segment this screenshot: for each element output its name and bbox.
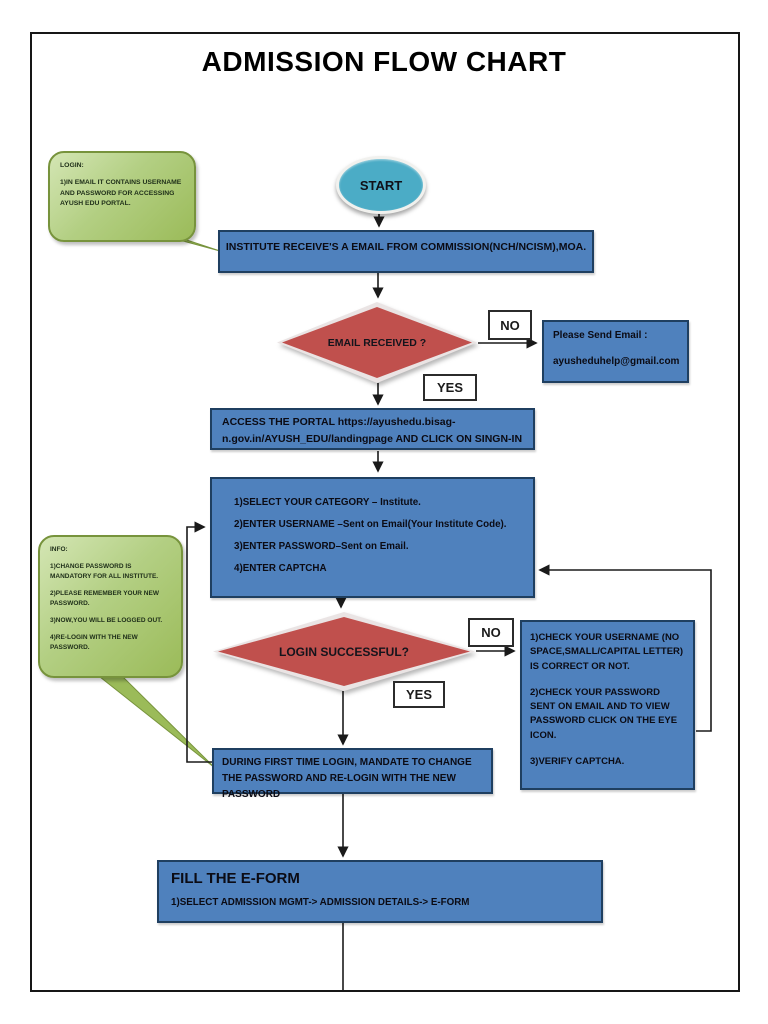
login-callout: LOGIN: 1)IN EMAIL IT CONTAINS USERNAME A… [48,151,196,242]
page-border [30,32,740,992]
fill-eform-line: 1)SELECT ADMISSION MGMT-> ADMISSION DETA… [171,897,470,908]
access-portal-box: ACCESS THE PORTAL https://ayushedu.bisag… [210,408,535,450]
check-credentials-item-1: 1)CHECK YOUR USERNAME (NO SPACE,SMALL/CA… [530,632,684,672]
fill-eform-heading: FILL THE E-FORM [171,870,300,887]
change-password-box: DURING FIRST TIME LOGIN, MANDATE TO CHAN… [212,748,493,800]
info-callout-item-2: 2)PLEASE REMEMBER YOUR NEW PASSWORD. [50,590,159,608]
no-label-2: NO [468,618,514,647]
login-step-2: 2)ENTER USERNAME –Sent on Email(Your Ins… [234,519,507,530]
check-credentials-item-3: 3)VERIFY CAPTCHA. [530,755,625,767]
info-callout-heading: INFO: [50,546,68,553]
send-email-box: Please Send Email : ayusheduhelp@gmail.c… [542,320,689,383]
login-step-4: 4)ENTER CAPTCHA [234,563,327,574]
info-callout-item-4: 4)RE-LOGIN WITH THE NEW PASSWORD. [50,634,138,652]
check-credentials-box: 1)CHECK YOUR USERNAME (NO SPACE,SMALL/CA… [520,620,695,790]
info-callout: INFO: 1)CHANGE PASSWORD IS MANDATORY FOR… [38,535,183,678]
login-successful-diamond: LOGIN SUCCESSFUL? [213,612,475,691]
login-step-1: 1)SELECT YOUR CATEGORY – Institute. [234,497,421,508]
info-callout-item-3: 3)NOW,YOU WILL BE LOGGED OUT. [50,617,163,625]
login-callout-body: 1)IN EMAIL IT CONTAINS USERNAME AND PASS… [60,179,182,208]
send-email-line1: Please Send Email : [553,330,648,341]
receive-email-label: INSTITUTE RECEIVE'S A EMAIL FROM COMMISS… [225,241,587,253]
check-credentials-item-2: 2)CHECK YOUR PASSWORD SENT ON EMAIL AND … [530,686,678,741]
start-node: START [336,156,426,214]
send-email-address: ayusheduhelp@gmail.com [553,356,680,367]
fill-eform-box: FILL THE E-FORM 1)SELECT ADMISSION MGMT-… [157,860,603,923]
login-successful-label: LOGIN SUCCESSFUL? [278,644,409,659]
info-callout-item-1: 1)CHANGE PASSWORD IS MANDATORY FOR ALL I… [50,563,159,581]
email-received-label: EMAIL RECEIVED ? [327,336,427,349]
no-label-1: NO [488,310,532,340]
yes-label-2: YES [393,681,445,708]
login-step-3: 3)ENTER PASSWORD–Sent on Email. [234,541,409,552]
receive-email-box: INSTITUTE RECEIVE'S A EMAIL FROM COMMISS… [218,230,594,273]
login-callout-heading: LOGIN: [60,162,84,169]
yes-label-1: YES [423,374,477,401]
email-received-diamond: EMAIL RECEIVED ? [277,302,477,383]
start-label: START [359,177,403,193]
login-steps-box: 1)SELECT YOUR CATEGORY – Institute. 2)EN… [210,477,535,598]
access-portal-label: ACCESS THE PORTAL https://ayushedu.bisag… [222,416,523,446]
change-password-label: DURING FIRST TIME LOGIN, MANDATE TO CHAN… [222,757,472,800]
page-title: ADMISSION FLOW CHART [201,46,567,77]
